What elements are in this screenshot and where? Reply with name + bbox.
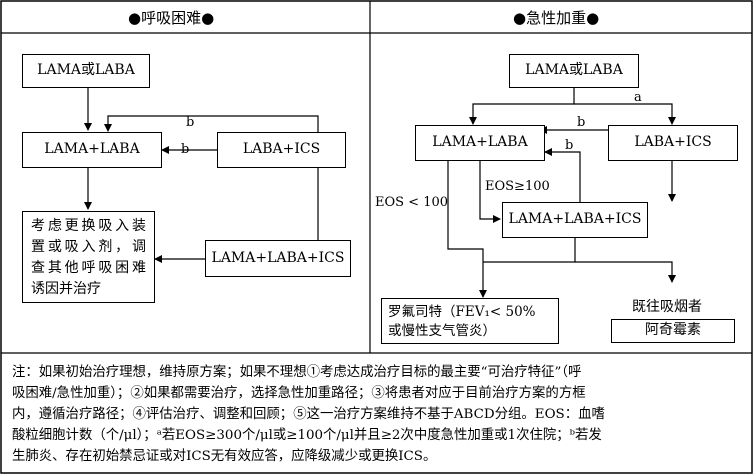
arrow-triple-to-dual-b xyxy=(544,148,581,202)
left-box-dual: LAMA+LABA xyxy=(22,132,162,168)
consider-line-4: 诱因并治疗 xyxy=(31,281,101,297)
consider-line-1: 考虑更换吸入装 xyxy=(31,218,146,234)
right-box-azithro: 阿奇霉素 xyxy=(611,319,735,343)
right-box-roflumilast: 罗氟司特（FEV₁< 50% 或慢性支气管炎） xyxy=(381,298,559,344)
left-box-consider: 考虑更换吸入装 置或吸入剂，调 查其他呼吸困难 诱因并治疗 xyxy=(22,211,155,303)
arrow-start-to-dual-a xyxy=(469,88,575,125)
right-box-dual: LAMA+LABA xyxy=(415,125,545,161)
consider-line-3: 查其他呼吸困难 xyxy=(31,260,146,276)
note-line-5: 生肺炎、存在初始禁忌证或对ICS无有效应答，应降级减少或更换ICS。 xyxy=(12,449,437,464)
roflumilast-line-2: 或慢性支气管炎） xyxy=(388,323,496,339)
left-arrows xyxy=(84,88,319,263)
right-label-eos-low: EOS < 100 xyxy=(375,195,449,210)
right-header: ●急性加重● xyxy=(513,9,600,27)
left-box-start: LAMA或LABA xyxy=(22,54,150,88)
footnote: 注：如果初始治疗理想，维持原方案；如果不理想①考虑达成治疗目标的最主要“可治疗特… xyxy=(12,362,744,467)
right-smoker-text: 既往吸烟者 xyxy=(632,299,702,315)
right-label-a: a xyxy=(634,90,642,105)
arrow-dual-to-triple xyxy=(479,161,501,223)
note-line-3: 内，遵循治疗路径；④评估治疗、调整和回顾；⑤这一治疗方案维持不基于ABCD分组。… xyxy=(12,407,605,422)
arrow-start-to-labaics xyxy=(574,103,676,125)
left-box-laba-ics: LABA+ICS xyxy=(217,132,346,168)
right-box-laba-ics: LABA+ICS xyxy=(608,125,738,161)
note-line-2: 吸困难/急性加重）；②如果都需要治疗，选择急性加重路径；③将患者对应于目前治疗方… xyxy=(12,386,586,401)
right-label-eos-high: EOS≥100 xyxy=(485,179,550,194)
left-label-b2: b xyxy=(181,142,190,157)
arrow-triple-to-smoker xyxy=(575,261,676,283)
consider-line-2: 置或吸入剂，调 xyxy=(31,239,146,255)
right-arrows xyxy=(447,88,676,298)
arrow-triple-to-dual-b xyxy=(104,115,319,240)
note-line-1: 注：如果初始治疗理想，维持原方案；如果不理想①考虑达成治疗目标的最主要“可治疗特… xyxy=(12,365,582,380)
right-box-triple: LAMA+LABA+ICS xyxy=(502,202,648,238)
left-box-triple: LAMA+LABA+ICS xyxy=(205,240,351,277)
left-header: ●呼吸困难● xyxy=(128,9,215,27)
right-label-b2: b xyxy=(565,138,574,153)
note-line-4: 酸粒细胞计数（个/μl）；ᵃ若EOS≥300个/μl或≥100个/μl并且≥2次… xyxy=(12,428,602,443)
right-label-b1: b xyxy=(577,115,586,130)
arrow-triple-to-roflumilast xyxy=(483,238,576,263)
roflumilast-line-1: 罗氟司特（FEV₁< 50% xyxy=(388,304,536,320)
arrow-dual-to-roflumilast xyxy=(447,161,487,298)
right-box-start: LAMA或LABA xyxy=(509,54,639,88)
left-label-b1: b xyxy=(186,115,195,130)
